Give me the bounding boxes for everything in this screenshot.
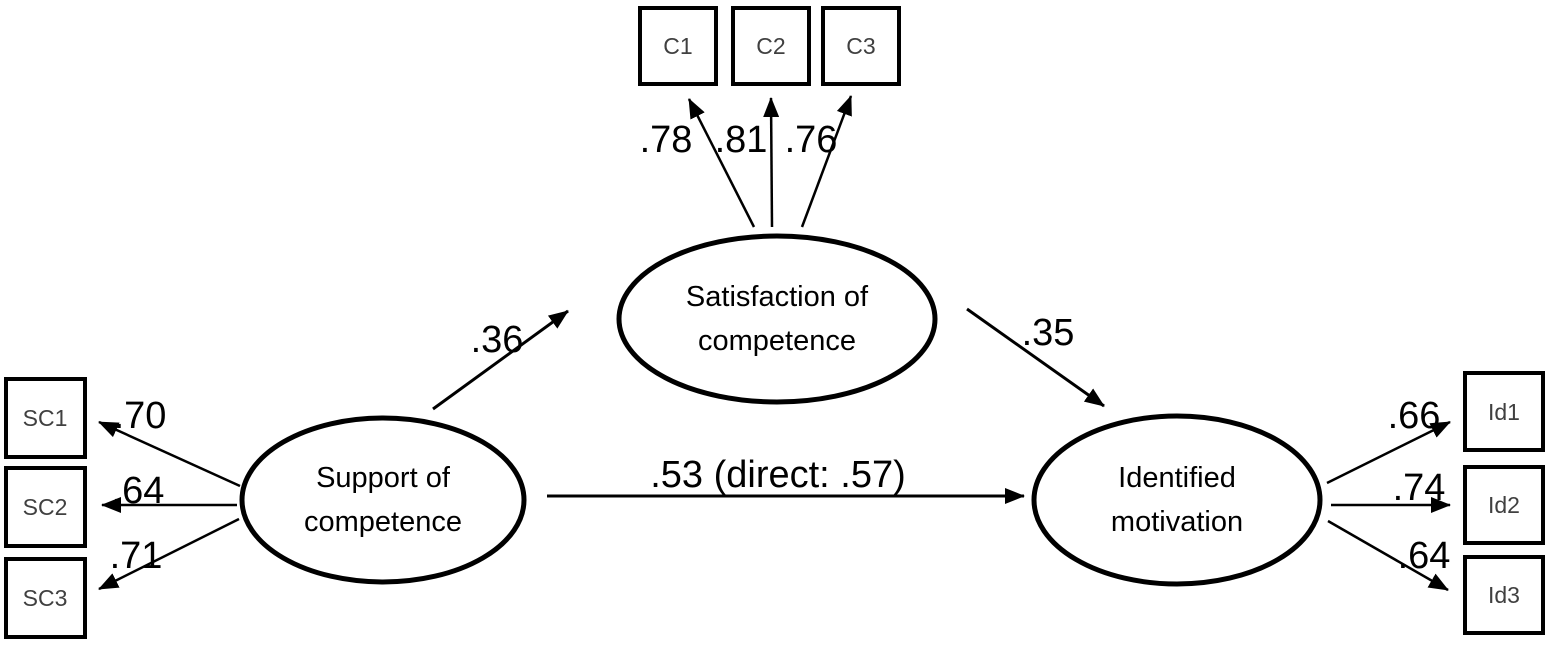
indicator-box-id2 — [1463, 465, 1545, 545]
loading-label-id1: .66 — [1388, 395, 1441, 437]
indicator-box-sc3 — [4, 557, 87, 639]
loading-arrow-identified-id1 — [1326, 420, 1451, 485]
latent-ellipse-support — [239, 415, 527, 585]
latent-ellipse-satisfaction — [616, 233, 938, 405]
latent-label-identified-line2: motivation — [1111, 506, 1243, 538]
path-arrow-satisfaction-to-identified — [966, 307, 1105, 408]
loading-label-c2: .81 — [715, 119, 768, 161]
indicator-label-sc2: SC2 — [23, 494, 68, 520]
indicator-box-sc2 — [4, 466, 87, 548]
latent-label-satisfaction-line2: competence — [698, 325, 856, 357]
indicator-label-id3: Id3 — [1488, 582, 1520, 608]
loading-arrow-satisfaction-c2 — [763, 97, 780, 228]
loading-arrow-support-sc1 — [98, 420, 241, 488]
latent-label-identified-line1: Identified — [1118, 462, 1236, 494]
indicator-label-id1: Id1 — [1488, 399, 1520, 425]
loading-label-c3: .76 — [785, 119, 838, 161]
loading-arrow-satisfaction-c3 — [800, 95, 853, 228]
loading-arrow-support-sc3 — [98, 517, 240, 591]
indicator-label-c3: C3 — [846, 33, 875, 59]
loading-arrow-identified-id3 — [1327, 519, 1449, 592]
loading-label-c1: .78 — [640, 119, 693, 161]
indicator-label-sc3: SC3 — [23, 585, 68, 611]
path-label-satisfaction-to-identified: .35 — [1022, 312, 1075, 354]
latent-ellipse-identified — [1031, 413, 1323, 587]
indicator-box-id3 — [1463, 555, 1545, 635]
path-label-support-to-satisfaction: .36 — [471, 319, 524, 361]
indicator-label-c1: C1 — [663, 33, 692, 59]
indicator-box-c2 — [731, 6, 811, 86]
indicator-box-c3 — [821, 6, 901, 86]
path-label-support-to-identified: .53 (direct: .57) — [650, 454, 906, 496]
indicator-box-c1 — [638, 6, 718, 86]
latent-label-support-line1: Support of — [316, 462, 451, 494]
loading-label-id3: .64 — [1398, 535, 1451, 577]
loading-arrow-satisfaction-c1 — [687, 98, 756, 228]
loading-label-sc2: .64 — [112, 470, 165, 512]
latent-label-support-line2: competence — [304, 506, 462, 538]
loading-label-id2: .74 — [1393, 467, 1446, 509]
path-arrow-support-to-satisfaction — [432, 309, 569, 411]
indicator-box-id1 — [1463, 371, 1545, 452]
indicator-label-id2: Id2 — [1488, 492, 1520, 518]
indicator-box-sc1 — [4, 377, 87, 459]
indicator-label-c2: C2 — [756, 33, 785, 59]
loading-label-sc3: .71 — [110, 535, 163, 577]
latent-label-satisfaction-line1: Satisfaction of — [686, 281, 869, 313]
indicator-label-sc1: SC1 — [23, 405, 68, 431]
loading-label-sc1: .70 — [114, 395, 167, 437]
